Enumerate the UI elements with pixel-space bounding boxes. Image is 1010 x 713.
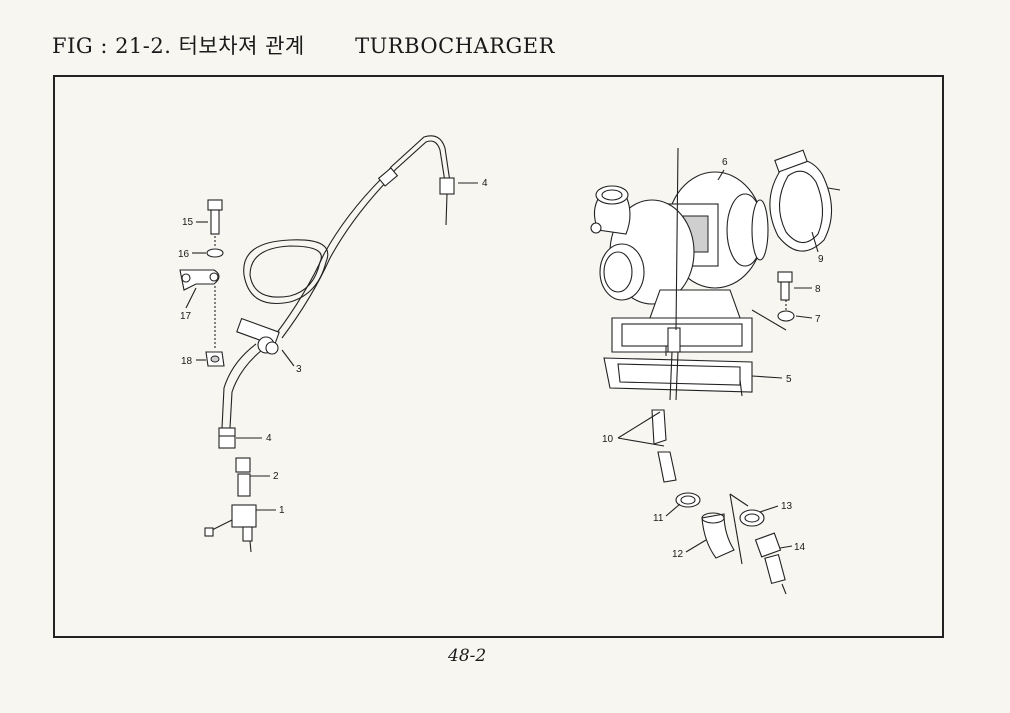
callout-3: 3 [296, 364, 302, 375]
callout-13: 13 [781, 501, 793, 512]
callout-18: 18 [181, 356, 193, 367]
callout-14: 14 [794, 542, 806, 553]
callout-11: 11 [653, 513, 664, 524]
figure-title-english: TURBOCHARGER [355, 34, 555, 58]
callout-7: 7 [815, 314, 821, 325]
left-leader-lines [185, 182, 478, 511]
figure-number: FIG : 21-2. [52, 34, 172, 58]
callout-17: 17 [180, 311, 192, 322]
figure-title-korean: 터보차져 관계 [178, 34, 305, 58]
callout-labels: 4 15 16 17 18 3 4 2 1 6 9 8 7 5 10 11 12… [178, 157, 824, 560]
callout-1: 1 [279, 505, 285, 516]
callout-2: 2 [273, 471, 279, 482]
callout-8: 8 [815, 284, 821, 295]
figure-title: FIG : 21-2. 터보차져 관계 TURBOCHARGER [52, 30, 555, 60]
callout-4-upper: 4 [482, 178, 488, 189]
right-leader-lines [617, 147, 841, 565]
callout-6: 6 [722, 157, 728, 168]
callout-15: 15 [182, 217, 194, 228]
oil-feed-pipe-assembly [179, 135, 455, 553]
callout-12: 12 [672, 549, 684, 560]
turbocharger-assembly [590, 149, 833, 595]
callout-5: 5 [786, 374, 792, 385]
callout-16: 16 [178, 249, 190, 260]
diagram-frame [53, 75, 944, 638]
page-number: 48-2 [448, 646, 487, 666]
callout-4-lower: 4 [266, 433, 272, 444]
callout-9: 9 [818, 254, 824, 265]
callout-10: 10 [602, 434, 614, 445]
